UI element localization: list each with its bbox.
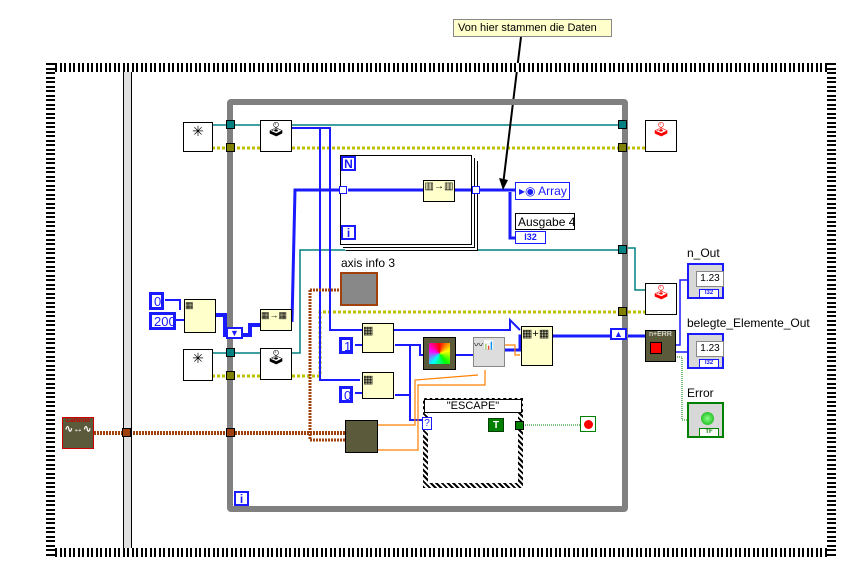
calibrator-label: Calibrior xyxy=(65,418,91,424)
stop-condition[interactable] xyxy=(580,416,596,432)
acquire-input-icon[interactable]: 🕹 xyxy=(260,120,292,152)
reverse-array-node[interactable]: ▥→▥ xyxy=(423,180,455,202)
cluster-tunnel xyxy=(122,428,131,437)
while-loop[interactable] xyxy=(227,99,628,512)
array-label: Array xyxy=(538,184,567,198)
sequence-frame-top xyxy=(46,63,836,72)
color-icon xyxy=(429,343,450,364)
sequence-frame-right xyxy=(827,63,836,557)
tooltip-arrow xyxy=(502,36,522,186)
replace-subset-node[interactable]: ▦+▦ xyxy=(521,326,553,366)
while-iteration-terminal: i xyxy=(234,491,249,506)
initialize-mouse-icon[interactable]: ✳ xyxy=(183,122,213,152)
refnum-tunnel xyxy=(618,120,627,129)
globe-icon: ▸◉ xyxy=(519,184,539,198)
sequence-frame-left xyxy=(46,63,55,557)
color-box-node[interactable] xyxy=(423,337,456,370)
refnum-tunnel xyxy=(618,245,627,254)
sequence-frame-divider xyxy=(123,72,132,548)
case-selector[interactable]: "ESCAPE" xyxy=(424,399,522,413)
ausgabe-indicator[interactable]: I32 xyxy=(515,231,546,244)
shift-register-right: ▲ xyxy=(610,328,627,340)
for-loop[interactable] xyxy=(340,155,472,245)
error-tunnel xyxy=(618,307,627,316)
case-selector-terminal: ? xyxy=(422,417,432,430)
boolean-tunnel xyxy=(515,421,524,430)
merge-errors-node[interactable]: n+ERR xyxy=(645,330,676,362)
constant-200[interactable]: 200 xyxy=(149,312,176,330)
close-input-device-icon[interactable]: 🕹 xyxy=(645,283,677,315)
transpose-array-node[interactable]: ▦→▦ xyxy=(260,309,292,331)
n-out-type: I32 xyxy=(699,289,719,298)
acquire-input-icon[interactable]: 🕹 xyxy=(260,348,292,380)
refnum-tunnel xyxy=(226,120,235,129)
indexing-tunnel xyxy=(339,186,347,194)
error-label: Error xyxy=(687,386,714,400)
axis-info-cluster-indicator[interactable] xyxy=(340,272,378,306)
close-input-device-icon[interactable]: 🕹 xyxy=(645,120,677,152)
indexing-tunnel xyxy=(472,186,480,194)
stop-icon xyxy=(584,420,593,429)
merge-errors-label: n+ERR xyxy=(649,331,672,338)
constant-0[interactable]: 0 xyxy=(149,292,164,310)
error-tunnel xyxy=(618,143,627,152)
xy-graph-reference-node[interactable] xyxy=(345,420,378,453)
n-out-value: 1.23 xyxy=(696,271,724,287)
ausgabe-label: Ausgabe 4 xyxy=(515,213,575,230)
sequence-frame-bottom xyxy=(46,548,836,557)
error-tunnel xyxy=(226,143,235,152)
cluster-tunnel xyxy=(226,428,235,437)
array-local-variable[interactable]: ▸◉ Array xyxy=(515,182,570,200)
index-array-node[interactable]: ▦ xyxy=(362,323,394,353)
graph-property-node[interactable]: 〰📊 xyxy=(473,337,505,367)
belegte-type: I32 xyxy=(699,359,719,368)
shift-register-left: ▼ xyxy=(226,327,243,339)
for-iteration-terminal: i xyxy=(341,225,356,240)
sine-wave-icon: ∿↔∿ xyxy=(64,424,92,435)
tooltip: Von hier stammen die Daten xyxy=(453,19,612,37)
error-indicator[interactable]: TF xyxy=(687,402,724,438)
initialize-array-node[interactable]: ▦ xyxy=(184,299,216,333)
index-array-node[interactable]: ▦ xyxy=(362,372,394,399)
refnum-tunnel xyxy=(226,348,235,357)
constant-0[interactable]: 0 xyxy=(339,386,353,403)
for-count-terminal: N xyxy=(341,156,356,171)
initialize-mouse-icon[interactable]: ✳ xyxy=(183,349,213,381)
n-out-label: n_Out xyxy=(687,246,720,260)
led-icon xyxy=(701,412,714,425)
calibrator-subvi[interactable]: Calibrior∿↔∿ xyxy=(62,417,94,449)
error-type: TF xyxy=(699,428,719,437)
true-constant[interactable]: T xyxy=(488,418,504,432)
axis-info-label: axis info 3 xyxy=(341,256,396,270)
constant-1[interactable]: 1 xyxy=(339,337,353,354)
error-icon xyxy=(650,342,662,354)
belegte-label: belegte_Elemente_Out xyxy=(687,316,810,330)
error-tunnel xyxy=(226,371,235,380)
belegte-value: 1.23 xyxy=(696,341,724,357)
